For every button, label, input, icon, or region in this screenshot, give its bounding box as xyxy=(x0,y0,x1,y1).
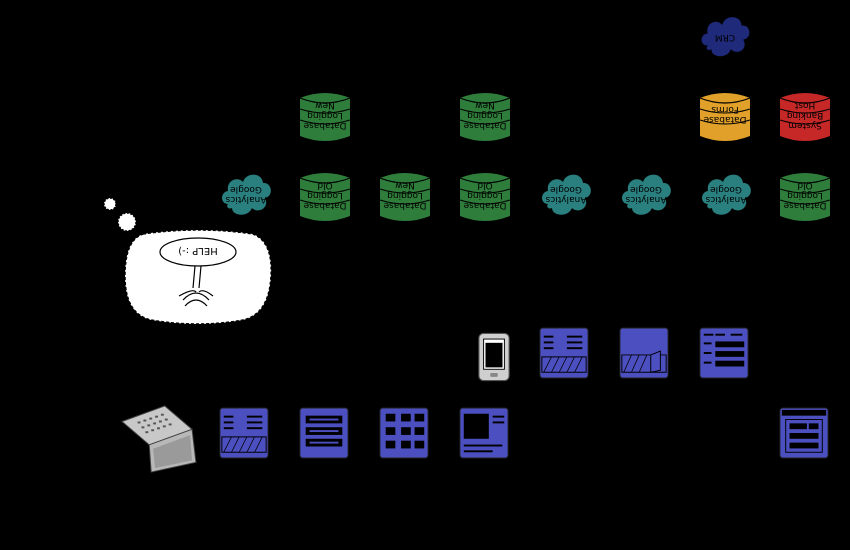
db-line: Logging xyxy=(307,190,343,200)
help-text: HELP :-) xyxy=(178,245,218,256)
db-line: Forms xyxy=(711,104,739,114)
db-line: System xyxy=(788,120,822,130)
db-line: Database xyxy=(783,200,827,210)
db-line: New xyxy=(475,100,495,110)
db-line: New xyxy=(315,100,335,110)
app-screen-icon-list-2 xyxy=(219,407,269,459)
app-screen-icon-media xyxy=(459,407,509,459)
mobile-phone-icon xyxy=(478,332,510,382)
db-line: Logging xyxy=(467,110,503,120)
app-screen-icon-list xyxy=(539,327,589,379)
cloud-line: Google xyxy=(630,184,662,194)
cloud-line: Google xyxy=(230,184,262,194)
crm-label: CRM xyxy=(714,32,736,42)
cloud-line: Analytics xyxy=(705,194,747,204)
app-screen-icon-form xyxy=(699,327,749,379)
cloud-line: Google xyxy=(710,184,742,194)
cloud-line: Analytics xyxy=(625,194,667,204)
db-line: New xyxy=(395,180,415,190)
db-line: Logging xyxy=(467,190,503,200)
db-line: Database xyxy=(303,200,347,210)
cloud-line: Analytics xyxy=(545,194,587,204)
crm-cloud: CRM xyxy=(697,8,753,64)
db-line: Database xyxy=(303,120,347,130)
db-line: Database xyxy=(463,120,507,130)
thought-dot-small xyxy=(103,197,117,211)
db-line: Database xyxy=(463,200,507,210)
db-line: Host xyxy=(794,100,816,110)
db-line: Old xyxy=(317,180,333,190)
thought-dot-medium xyxy=(117,212,137,232)
laptop-icon xyxy=(121,405,197,473)
db-line: Logging xyxy=(307,110,343,120)
db-line: Logging xyxy=(387,190,423,200)
db-line: Database xyxy=(703,114,747,124)
app-screen-icon-window xyxy=(779,407,829,459)
help-thought-bubble: HELP :-) xyxy=(123,228,273,325)
cloud-line: Analytics xyxy=(225,194,267,204)
db-line: Banking xyxy=(786,110,824,120)
app-screen-icon-rows xyxy=(299,407,349,459)
db-line: Database xyxy=(383,200,427,210)
db-line: Old xyxy=(797,180,813,190)
db-line: Logging xyxy=(787,190,823,200)
app-screen-icon-grid xyxy=(379,407,429,459)
app-screen-icon-image xyxy=(619,327,669,379)
db-line: Old xyxy=(477,180,493,190)
cloud-line: Google xyxy=(550,184,582,194)
